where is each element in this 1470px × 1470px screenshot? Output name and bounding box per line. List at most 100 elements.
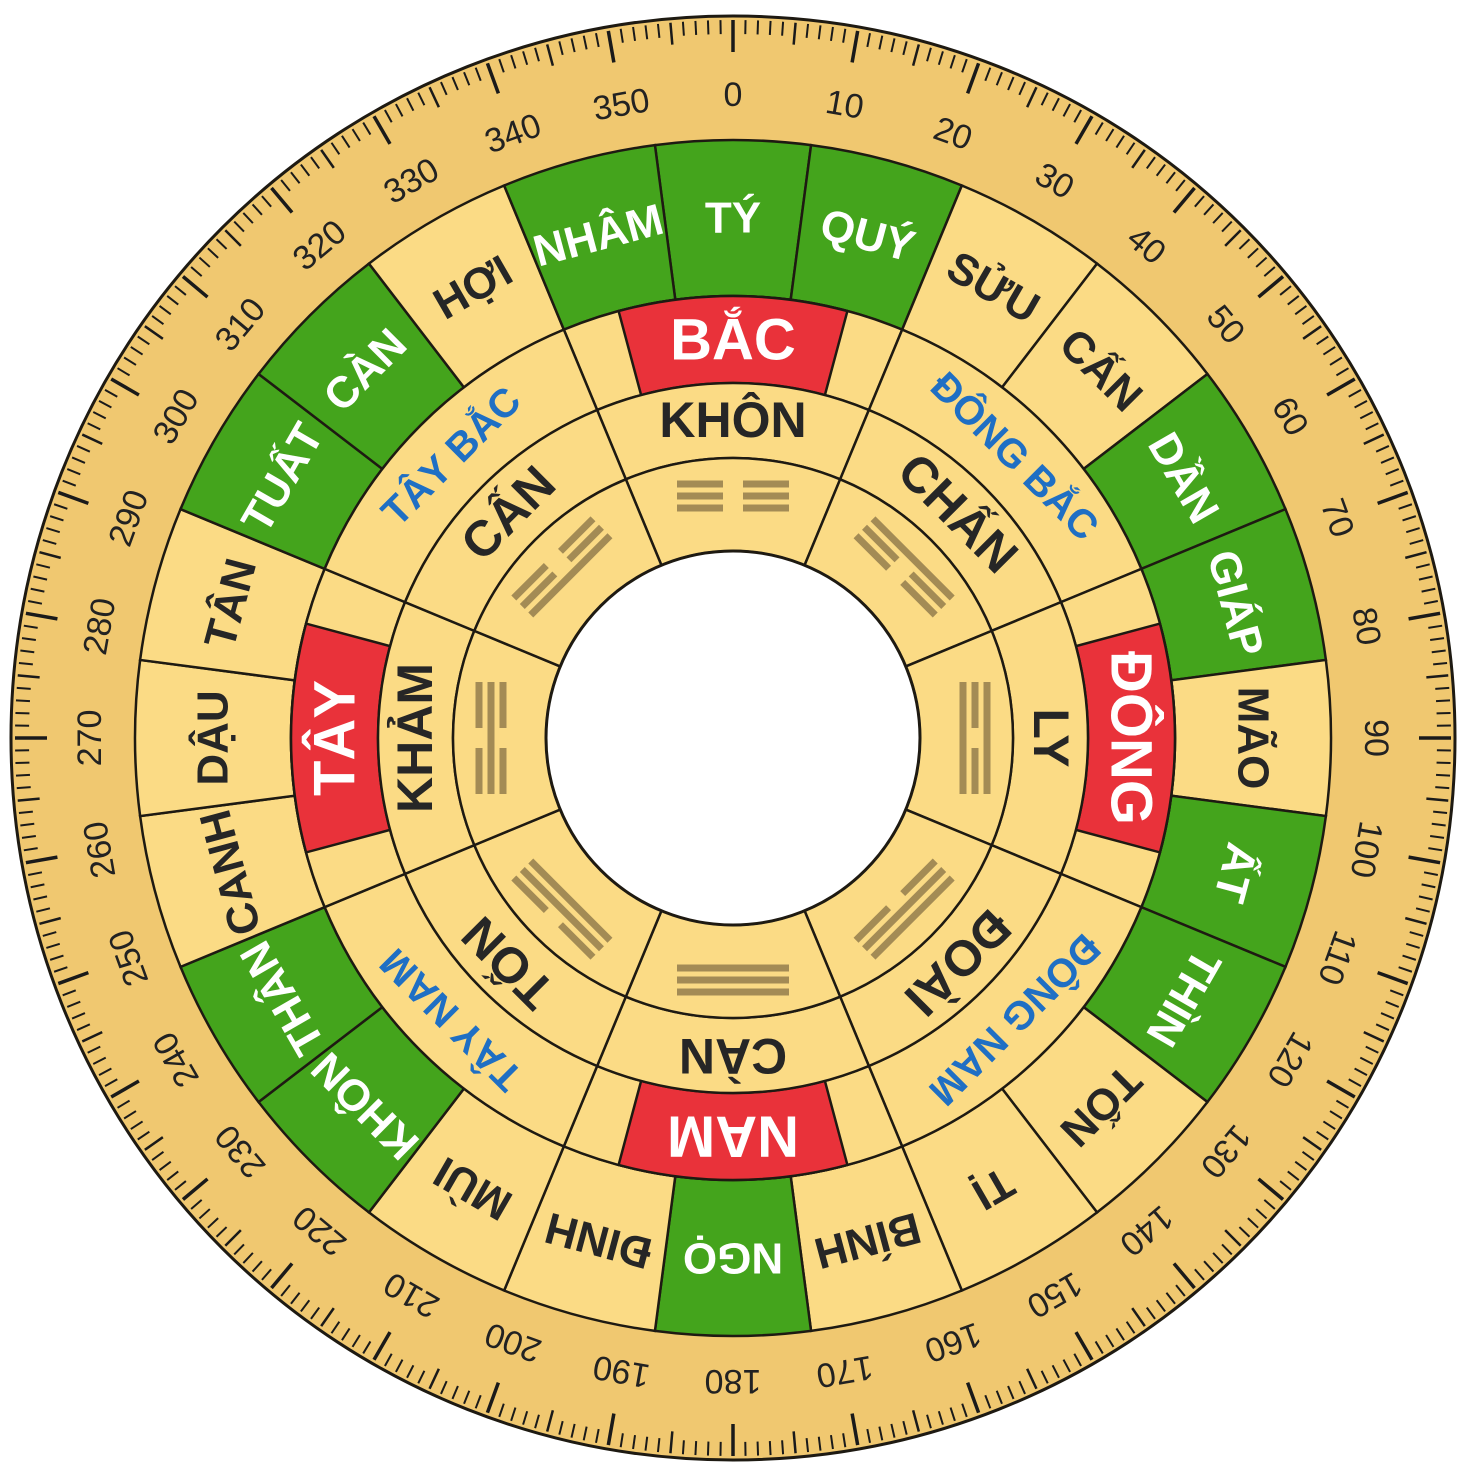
degree-tick xyxy=(76,445,91,453)
degree-tick xyxy=(817,1436,822,1451)
degree-tick xyxy=(619,1433,624,1448)
degree-tick xyxy=(1105,1334,1115,1348)
degree-tick xyxy=(632,26,637,41)
degree-tick xyxy=(300,163,311,177)
mountain-label: NGỌ xyxy=(683,1234,783,1283)
degree-tick xyxy=(1435,786,1450,790)
degree-tick xyxy=(1433,661,1448,666)
degree-tick xyxy=(1389,479,1404,487)
trigram-symbol xyxy=(511,858,613,960)
degree-tick xyxy=(395,1359,404,1373)
degree-tick xyxy=(1145,1306,1156,1320)
degree-tick xyxy=(1203,203,1215,216)
degree-tick xyxy=(372,1331,392,1361)
degree-tick xyxy=(1335,1099,1349,1109)
degree-tick xyxy=(850,1413,860,1446)
degree-tick xyxy=(66,468,81,476)
degree-tick xyxy=(1423,871,1438,876)
degree-tick xyxy=(372,115,392,145)
degree-tick xyxy=(224,229,242,247)
degree-tick xyxy=(949,54,956,69)
degree-tick xyxy=(911,1409,921,1432)
degree-tick xyxy=(1125,1321,1136,1334)
degree-tick xyxy=(522,51,529,66)
degree-tick xyxy=(406,97,415,112)
degree-tick xyxy=(545,44,555,67)
degree-tick xyxy=(792,22,797,45)
degree-tick xyxy=(1418,575,1433,581)
degree-tick xyxy=(190,266,203,277)
trigram-symbol xyxy=(677,964,789,996)
degree-tick xyxy=(39,550,62,560)
degree-tick xyxy=(1435,773,1451,777)
degree-tick xyxy=(158,1160,172,1171)
degree-tick xyxy=(16,786,31,790)
degree-tick xyxy=(351,128,361,142)
degree-tick xyxy=(39,916,62,926)
degree-tick xyxy=(510,54,517,69)
degree-tick xyxy=(1018,81,1026,96)
degree-tick xyxy=(1212,212,1224,224)
degree-tick xyxy=(1322,1120,1336,1130)
degree-tick xyxy=(1433,810,1448,815)
degree-tick xyxy=(42,539,57,545)
degree-tick xyxy=(46,527,61,534)
degree-tick xyxy=(1212,1252,1224,1264)
degree-tick xyxy=(28,600,43,605)
degree-tick xyxy=(1409,931,1424,937)
degree-tick xyxy=(694,1440,698,1456)
degree-tick xyxy=(92,411,107,420)
degree-tick xyxy=(49,954,64,961)
degree-tick xyxy=(768,1440,772,1456)
degree-tick xyxy=(1329,356,1343,366)
degree-tick xyxy=(1377,970,1409,986)
main-direction-label: ĐÔNG xyxy=(1099,651,1164,825)
degree-tick xyxy=(1074,1331,1094,1361)
trigram-name-label: KHẢM xyxy=(387,663,443,813)
degree-tick xyxy=(1377,490,1409,506)
degree-tick xyxy=(1172,186,1196,214)
degree-tick xyxy=(406,1364,415,1379)
degree-tick xyxy=(1359,1056,1374,1065)
degree-tick xyxy=(1398,966,1413,973)
degree-tick xyxy=(1040,1370,1049,1384)
degree-tick xyxy=(290,171,301,184)
degree-tick xyxy=(1155,1299,1166,1313)
degree-tick xyxy=(1094,1340,1104,1354)
degree-tick xyxy=(36,907,51,913)
degree-tick xyxy=(123,1110,137,1120)
degree-tick xyxy=(104,389,118,398)
degree-tick xyxy=(866,1428,871,1443)
degree-tick xyxy=(1255,256,1268,268)
degree-tick xyxy=(1398,503,1413,510)
degree-tick xyxy=(522,1410,529,1425)
degree-tick xyxy=(1418,895,1433,901)
degree-tick xyxy=(242,212,254,224)
yang-line xyxy=(528,533,613,618)
degree-tick xyxy=(1365,422,1379,431)
trigram-symbol-sector xyxy=(904,629,1015,847)
degree-tick xyxy=(681,1440,685,1455)
degree-tick xyxy=(87,1045,101,1054)
degree-tick xyxy=(1380,456,1395,464)
degree-label: 90 xyxy=(1357,719,1395,757)
degree-tick xyxy=(619,28,624,43)
degree-tick xyxy=(995,1390,1003,1405)
main-direction-label: TÂY xyxy=(303,680,368,796)
degree-tick xyxy=(33,895,48,901)
degree-tick xyxy=(1263,266,1276,277)
degree-tick xyxy=(117,1099,131,1109)
degree-tick xyxy=(151,315,165,326)
trigram-symbol xyxy=(853,858,955,960)
degree-tick xyxy=(1026,1368,1038,1390)
trigram-symbols-ring xyxy=(451,456,1015,1020)
trigram-symbol-sector xyxy=(624,456,842,567)
degree-tick xyxy=(49,515,64,522)
degree-tick xyxy=(351,1334,361,1348)
degree-tick xyxy=(805,1438,810,1453)
degree-tick xyxy=(384,1353,393,1367)
degree-tick xyxy=(20,649,35,654)
degree-tick xyxy=(805,23,810,38)
degree-tick xyxy=(498,1403,505,1418)
degree-tick xyxy=(1094,122,1104,136)
